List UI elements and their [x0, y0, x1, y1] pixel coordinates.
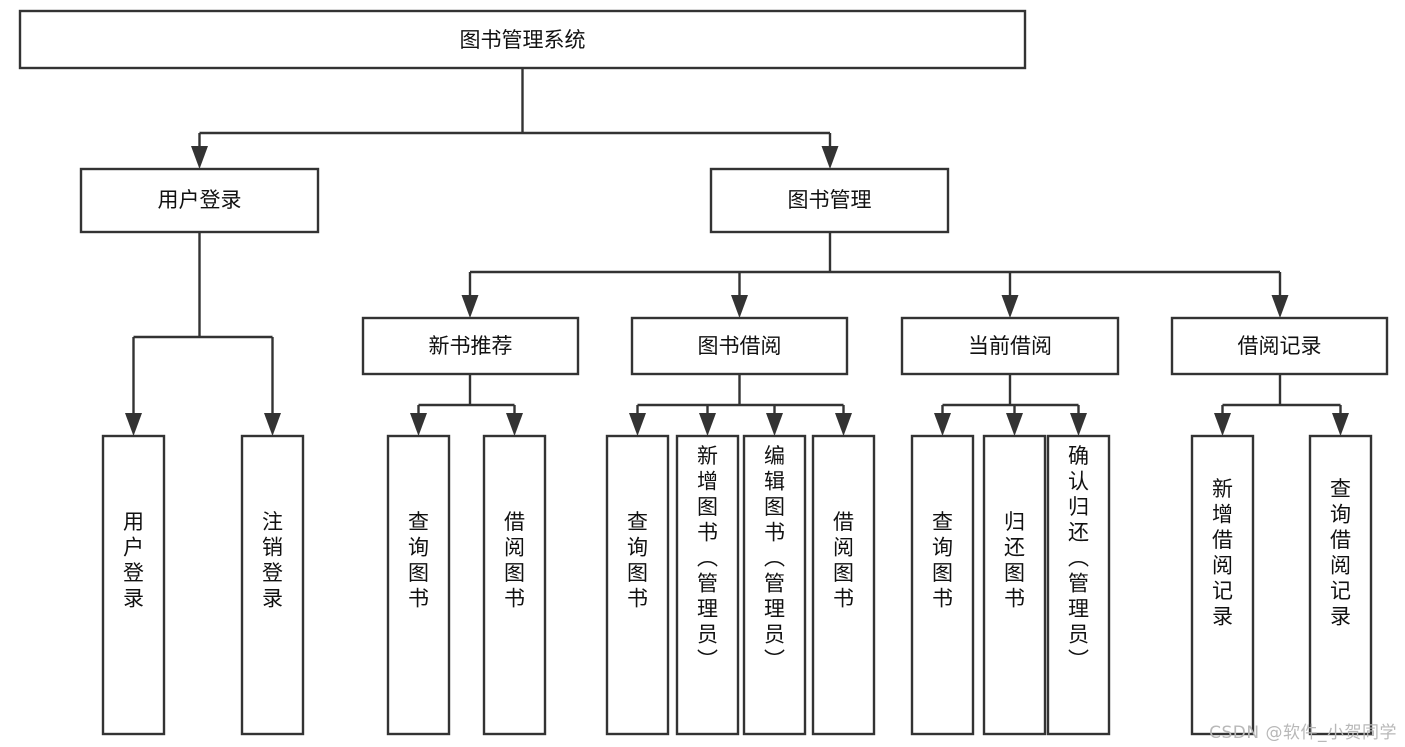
borrow-record-node-label: 借阅记录	[1238, 334, 1322, 358]
leaf-query-book-recommend-label: 查询图书	[408, 510, 429, 611]
root-node-box[interactable]	[18, 9, 1027, 70]
node-root-book-management-system[interactable]: 图书管理系统	[18, 9, 1027, 70]
edge-current-borrow-to-leaves	[941, 374, 1080, 418]
leaf-node-query-book-recommend[interactable]: 查询图书	[386, 434, 451, 736]
user-login-node-box[interactable]	[79, 167, 320, 234]
arrow-to-leaf-logout	[264, 413, 281, 436]
node-current-borrow[interactable]: 当前借阅	[900, 316, 1120, 376]
arrow-to-new-book-recommend	[461, 295, 479, 318]
root-node-label: 图书管理系统	[460, 28, 586, 52]
leaf-user-login-label: 用户登录	[123, 510, 144, 611]
leaf-user-login-box[interactable]	[101, 434, 166, 736]
arrow-to-leaf-query-book-c	[934, 413, 951, 436]
new-book-recommend-node-label: 新书推荐	[429, 334, 513, 358]
leaf-node-edit-book[interactable]: 编辑图书︵管理员︶	[742, 434, 807, 736]
leaf-node-return-book[interactable]: 归还图书	[982, 434, 1047, 736]
leaf-add-borrow-record-box[interactable]	[1190, 434, 1255, 736]
leaf-add-book-box[interactable]	[675, 434, 740, 736]
leaf-query-book-borrow-label: 查询图书	[627, 510, 648, 611]
borrow-record-node-box[interactable]	[1170, 316, 1389, 376]
leaf-node-borrow-book-recommend[interactable]: 借阅图书	[482, 434, 547, 736]
arrow-to-leaf-add-borrow-record	[1214, 413, 1231, 436]
arrow-to-leaf-query-book-a	[410, 413, 427, 436]
leaf-logout-label: 注销登录	[262, 510, 283, 611]
arrow-to-leaf-borrow-book-b	[835, 413, 852, 436]
leaf-node-confirm-return[interactable]: 确认归还︵管理员︶	[1046, 434, 1111, 736]
node-user-login[interactable]: 用户登录	[79, 167, 320, 234]
arrow-to-current-borrow	[1001, 295, 1019, 318]
leaf-return-book-box[interactable]	[982, 434, 1047, 736]
book-management-node-box[interactable]	[709, 167, 950, 234]
node-book-management[interactable]: 图书管理	[709, 167, 950, 234]
arrow-to-leaf-query-borrow-record	[1332, 413, 1349, 436]
leaf-query-borrow-record-box[interactable]	[1308, 434, 1373, 736]
current-borrow-node-label: 当前借阅	[968, 334, 1052, 358]
arrow-to-leaf-user-login	[125, 413, 142, 436]
leaf-query-book-borrow-box[interactable]	[605, 434, 670, 736]
leaf-add-borrow-record-label: 新增借阅记录	[1212, 477, 1233, 629]
leaf-node-logout[interactable]: 注销登录	[240, 434, 305, 736]
arrow-to-leaf-return-book	[1006, 413, 1023, 436]
book-borrow-node-box[interactable]	[630, 316, 849, 376]
current-borrow-node-box[interactable]	[900, 316, 1120, 376]
leaf-borrow-book-box[interactable]	[811, 434, 876, 736]
arrow-to-book-management	[821, 146, 839, 169]
edge-root-to-level2-bus	[198, 68, 832, 152]
leaf-return-book-label: 归还图书	[1004, 510, 1025, 611]
leaf-edit-book-label: 编辑图书︵管理员︶	[764, 444, 785, 672]
edge-user-login-to-leaves	[132, 232, 274, 418]
arrow-to-leaf-edit-book	[766, 413, 783, 436]
arrow-to-leaf-add-book	[699, 413, 716, 436]
leaf-node-add-borrow-record[interactable]: 新增借阅记录	[1190, 434, 1255, 736]
book-borrow-node-label: 图书借阅	[698, 334, 782, 358]
arrow-to-leaf-borrow-book-a	[506, 413, 523, 436]
arrow-to-leaf-query-book-b	[629, 413, 646, 436]
edges-group	[125, 68, 1349, 436]
arrow-to-user-login	[191, 146, 208, 169]
leaf-node-borrow-book[interactable]: 借阅图书	[811, 434, 876, 736]
edge-new-book-recommend-to-leaves	[417, 374, 516, 418]
leaf-edit-book-box[interactable]	[742, 434, 807, 736]
edge-borrow-record-to-leaves	[1221, 374, 1342, 418]
leaf-logout-box[interactable]	[240, 434, 305, 736]
leaf-add-book-label: 新增图书︵管理员︶	[697, 444, 718, 672]
leaf-query-book-current-box[interactable]	[910, 434, 975, 736]
edge-book-borrow-to-leaves	[636, 374, 845, 418]
arrow-to-borrow-record	[1271, 295, 1289, 318]
node-book-borrow[interactable]: 图书借阅	[630, 316, 849, 376]
leaf-confirm-return-box[interactable]	[1046, 434, 1111, 736]
leaf-node-add-book[interactable]: 新增图书︵管理员︶	[675, 434, 740, 736]
leaf-query-book-recommend-box[interactable]	[386, 434, 451, 736]
leaf-borrow-book-recommend-box[interactable]	[482, 434, 547, 736]
leaf-nodes-group: 用户登录 注销登录 查询图书 借阅图书 查询图书 新增图书︵管理员︶	[101, 434, 1373, 736]
leaf-node-user-login[interactable]: 用户登录	[101, 434, 166, 736]
user-login-node-label: 用户登录	[158, 188, 242, 212]
leaf-node-query-borrow-record[interactable]: 查询借阅记录	[1308, 434, 1373, 736]
leaf-query-book-current-label: 查询图书	[932, 510, 953, 611]
leaf-borrow-book-label: 借阅图书	[833, 510, 854, 611]
arrow-to-leaf-confirm-return	[1070, 413, 1087, 436]
leaf-node-query-book-borrow[interactable]: 查询图书	[605, 434, 670, 736]
leaf-node-query-book-current[interactable]: 查询图书	[910, 434, 975, 736]
leaf-query-borrow-record-label: 查询借阅记录	[1330, 477, 1351, 629]
book-management-node-label: 图书管理	[788, 188, 872, 212]
edge-book-management-to-level3-bus	[468, 232, 1282, 302]
leaf-borrow-book-recommend-label: 借阅图书	[504, 510, 525, 611]
arrow-to-book-borrow	[731, 295, 748, 318]
node-new-book-recommend[interactable]: 新书推荐	[361, 316, 580, 376]
node-borrow-record[interactable]: 借阅记录	[1170, 316, 1389, 376]
leaf-confirm-return-label: 确认归还︵管理员︶	[1068, 444, 1089, 672]
new-book-recommend-node-box[interactable]	[361, 316, 580, 376]
